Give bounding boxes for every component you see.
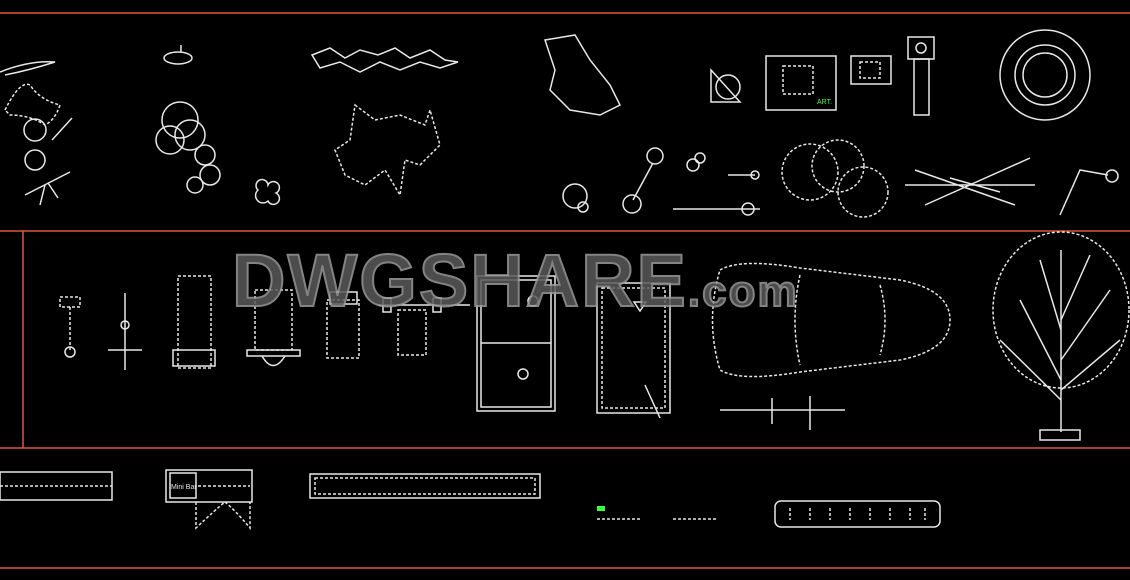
rock-edge-symbol	[310, 47, 459, 73]
watermark-suffix: .com	[687, 266, 799, 317]
billiard-table	[596, 282, 671, 419]
watermark-main: DWGSHARE	[231, 238, 688, 323]
watermark: DWGSHARE.com	[231, 238, 799, 323]
lamps-symbols	[562, 139, 1119, 218]
tree-elevation	[992, 231, 1130, 441]
bike-rack	[774, 500, 941, 528]
mini-bar: Mini Bar	[165, 469, 253, 531]
gym-equipment	[59, 275, 470, 370]
bicycle-top-view	[720, 396, 845, 430]
art-frames: ART.	[710, 36, 935, 116]
rock-symbol	[544, 34, 622, 116]
art-label: ART.	[817, 99, 832, 106]
car-top-view	[711, 262, 951, 378]
labels-row	[597, 506, 717, 520]
bench-row	[0, 471, 113, 501]
rug-animal-symbol	[334, 103, 441, 198]
nest-symbol	[999, 29, 1091, 121]
planter-row	[309, 473, 541, 499]
table-tennis-table	[476, 275, 556, 412]
playground-symbol	[0, 60, 73, 206]
mini-bar-label: Mini Bar	[171, 484, 197, 491]
swing-symbol	[155, 45, 281, 206]
